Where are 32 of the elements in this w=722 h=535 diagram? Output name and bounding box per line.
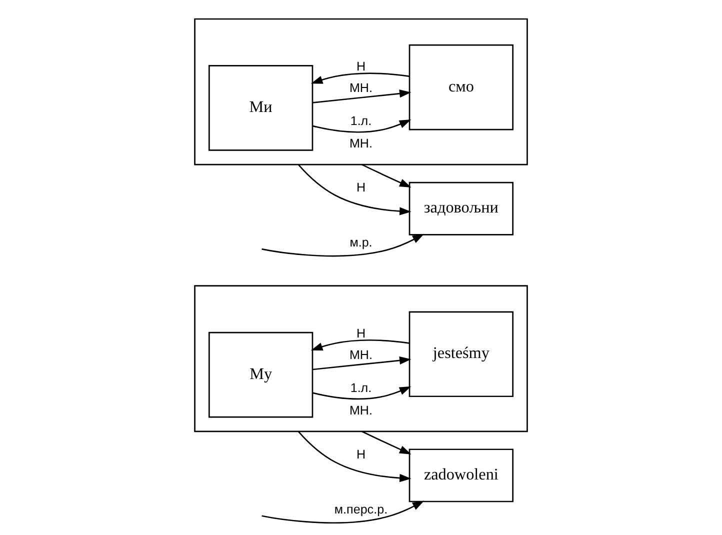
node-box: My bbox=[208, 332, 314, 418]
arrow bbox=[361, 430, 412, 454]
node-box: задовољни bbox=[408, 182, 514, 236]
edge-label: Н bbox=[356, 180, 366, 195]
arrow bbox=[312, 120, 412, 133]
node-box: смо bbox=[408, 44, 514, 130]
edge-label: 1.л. bbox=[350, 114, 372, 128]
arrow bbox=[310, 340, 410, 351]
arrow bbox=[310, 72, 410, 84]
edge-label: м.перс.р. bbox=[334, 502, 388, 516]
edge-label: МН. bbox=[349, 136, 373, 151]
arrow bbox=[361, 164, 412, 188]
edge-label: м.р. bbox=[350, 236, 372, 250]
edge-label: МН. bbox=[349, 80, 373, 95]
arrow bbox=[262, 234, 424, 257]
edge-label: Н bbox=[356, 326, 366, 340]
edge-label: 1.л. bbox=[350, 381, 372, 396]
arrow bbox=[298, 164, 412, 216]
edge-label: МН. bbox=[349, 404, 373, 418]
edge-label: МН. bbox=[349, 348, 373, 362]
edge-label: Н bbox=[356, 448, 366, 462]
cluster bbox=[194, 18, 528, 166]
edge-label: Н bbox=[356, 59, 366, 74]
arrow bbox=[312, 356, 412, 370]
node-box: jesteśmy bbox=[408, 311, 514, 398]
cluster bbox=[194, 285, 528, 432]
arrow bbox=[312, 90, 412, 104]
node-box: zadowoleni bbox=[408, 448, 514, 502]
arrow bbox=[262, 500, 424, 524]
node-box: Ми bbox=[208, 65, 314, 151]
arrow bbox=[298, 430, 412, 482]
arrow bbox=[312, 386, 412, 400]
